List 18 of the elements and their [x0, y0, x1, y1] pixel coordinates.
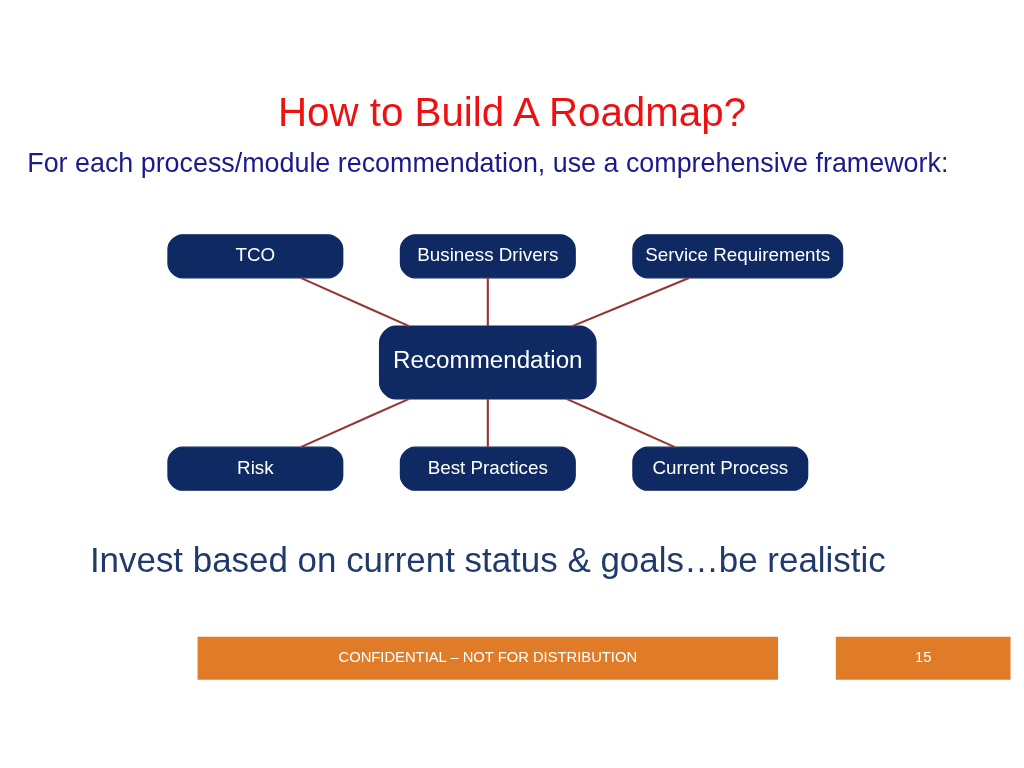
label: Invest based on current status & goals…be realistic [89, 539, 886, 579]
connector [572, 276, 690, 328]
connector [300, 276, 410, 328]
node-box: Recommendation [378, 325, 597, 400]
connector [566, 397, 676, 449]
node-box: Risk [167, 446, 344, 491]
node-box: Business Drivers [399, 234, 576, 279]
node-box: TCO [167, 234, 344, 279]
node-box: Service Requirements [632, 234, 844, 279]
connector [486, 398, 489, 447]
connector [300, 397, 410, 449]
label: For each process/module recommendation, use a comprehensive framework: [27, 147, 949, 178]
label: CONFIDENTIAL – NOT FOR DISTRIBUTION [338, 648, 638, 665]
node-box: Current Process [632, 446, 809, 491]
label: 15 [914, 648, 932, 665]
connector [486, 278, 489, 327]
node-box: Best Practices [399, 446, 576, 491]
diagram-title: How to Build A Roadmap? [277, 90, 747, 135]
